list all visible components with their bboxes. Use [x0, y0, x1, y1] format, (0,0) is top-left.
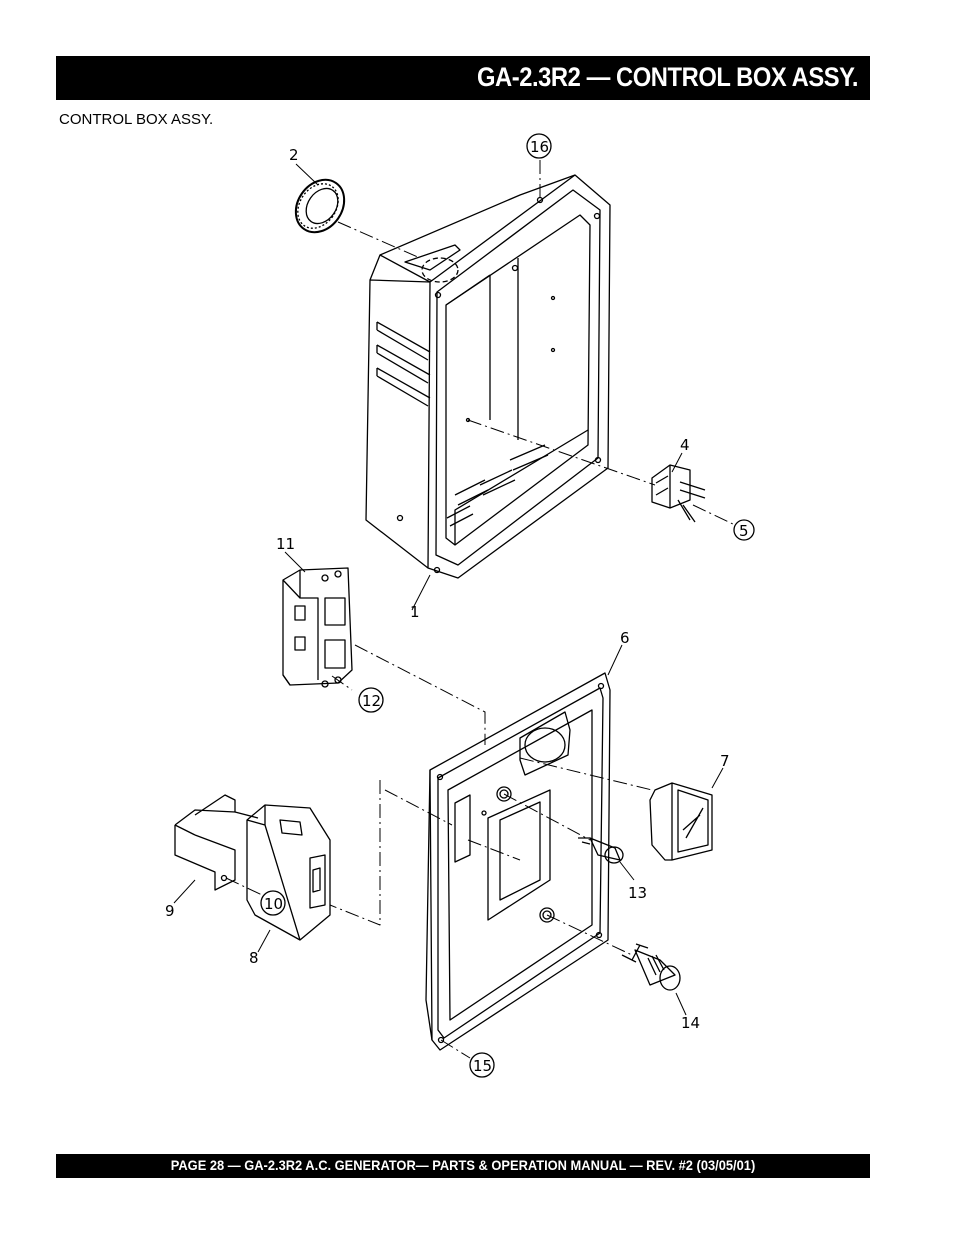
callout-8: 8: [249, 949, 259, 967]
callout-16-circle: [526, 133, 552, 159]
callout-5: 5: [739, 522, 749, 540]
callout-12-circle: [358, 687, 384, 713]
bracket: [174, 794, 259, 891]
callout-10-circle: [260, 890, 286, 916]
section-subtitle: CONTROL BOX ASSY.: [59, 111, 214, 128]
control-panel: [425, 672, 611, 1051]
callout-2: 2: [289, 146, 299, 164]
callout-5-circle: [733, 519, 755, 541]
rectifier-block: [651, 464, 706, 523]
callout-leaders: [173, 163, 724, 1016]
callout-9: 9: [165, 902, 175, 920]
leader-lines: [225, 160, 736, 1059]
callout-11: 11: [276, 535, 295, 553]
footer-text: PAGE 28 — GA-2.3R2 A.C. GENERATOR— PARTS…: [170, 1157, 756, 1173]
page-title: GA-2.3R2 — CONTROL BOX ASSY.: [476, 62, 859, 92]
fuse-cap: [621, 943, 681, 991]
grommet: [294, 178, 346, 234]
callout-10: 10: [264, 895, 283, 913]
header-bar: GA-2.3R2 — CONTROL BOX ASSY.: [56, 56, 870, 100]
circuit-breaker: [246, 804, 331, 941]
callout-6: 6: [620, 629, 630, 647]
callout-16: 16: [530, 138, 549, 156]
callout-1: 1: [410, 603, 420, 621]
callout-15: 15: [473, 1057, 492, 1075]
control-box-housing: [365, 174, 611, 579]
callout-labels: 1 2 4 5 6 7 8 9 10 11 12 13 14 15 16: [165, 133, 755, 1078]
receptacle: [282, 567, 353, 688]
meter: [649, 782, 713, 861]
callout-4: 4: [680, 436, 690, 454]
footer-bar: PAGE 28 — GA-2.3R2 A.C. GENERATOR— PARTS…: [56, 1154, 870, 1178]
callout-15-circle: [469, 1052, 495, 1078]
callout-14: 14: [681, 1014, 700, 1032]
fuse-holder: [578, 837, 624, 864]
callout-13: 13: [628, 884, 647, 902]
callout-7: 7: [720, 752, 730, 770]
callout-12: 12: [362, 692, 381, 710]
